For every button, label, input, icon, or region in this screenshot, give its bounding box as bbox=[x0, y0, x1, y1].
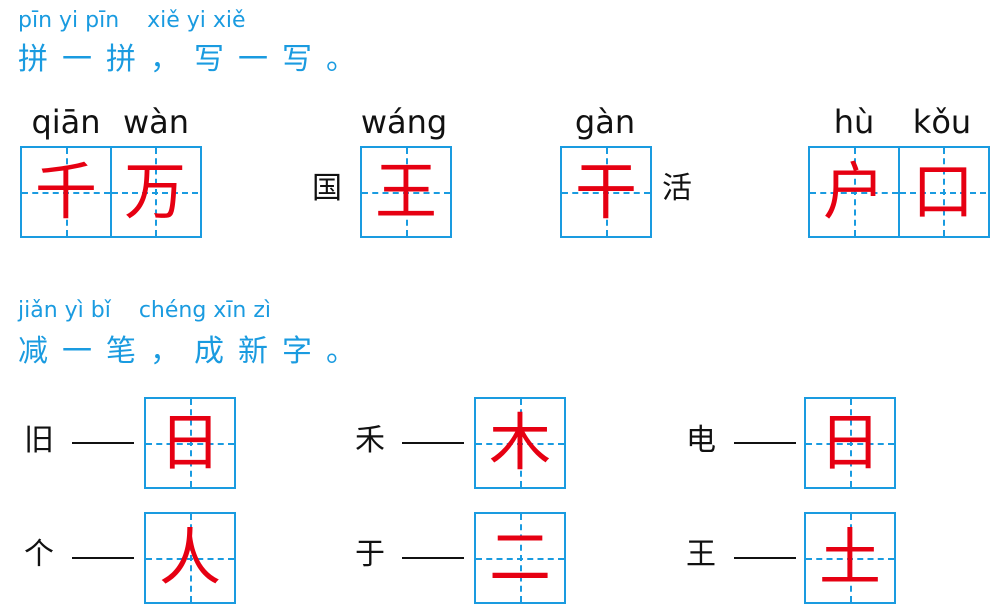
grid-cell: 日 bbox=[146, 399, 234, 487]
dash-line bbox=[72, 557, 134, 559]
source-char: 王 bbox=[686, 537, 716, 572]
answer-char: 万 bbox=[123, 155, 186, 228]
answer-char: 户 bbox=[822, 155, 885, 228]
dash-line bbox=[72, 442, 134, 444]
answer-char: 日 bbox=[818, 406, 881, 479]
section1-title: 拼一拼，写一写。 bbox=[18, 42, 370, 77]
grid-cell: 王 bbox=[362, 148, 450, 236]
pinyin-hu: hù bbox=[833, 103, 875, 141]
source-char: 禾 bbox=[355, 423, 385, 458]
dash-line bbox=[402, 557, 464, 559]
writing-grid: 日 bbox=[804, 397, 896, 489]
answer-char: 木 bbox=[488, 406, 551, 479]
answer-char: 干 bbox=[574, 155, 637, 228]
writing-grid: 人 bbox=[144, 512, 236, 604]
source-char: 个 bbox=[24, 537, 54, 572]
writing-grid: 木 bbox=[474, 397, 566, 489]
source-char: 于 bbox=[355, 537, 385, 572]
pinyin-kou: kǒu bbox=[912, 103, 972, 141]
source-char: 电 bbox=[686, 423, 716, 458]
pinyin-wang: wáng bbox=[360, 103, 448, 141]
grid-cell: 二 bbox=[476, 514, 564, 602]
grid-cell: 木 bbox=[476, 399, 564, 487]
writing-grid-hukou: 户 口 bbox=[808, 146, 990, 238]
section1-pinyin: pīn yi pīn xiě yi xiě bbox=[18, 8, 246, 33]
grid-cell: 人 bbox=[146, 514, 234, 602]
context-char-guo: 国 bbox=[312, 171, 342, 206]
answer-char: 口 bbox=[911, 155, 974, 228]
pinyin-wan: wàn bbox=[122, 103, 190, 141]
grid-cell: 口 bbox=[898, 148, 986, 236]
answer-char: 土 bbox=[818, 521, 881, 594]
section2-pinyin: jiǎn yì bǐ chéng xīn zì bbox=[18, 298, 272, 323]
answer-char: 日 bbox=[158, 406, 221, 479]
writing-grid: 土 bbox=[804, 512, 896, 604]
dash-line bbox=[734, 557, 796, 559]
source-char: 旧 bbox=[24, 423, 54, 458]
writing-grid-wang: 王 bbox=[360, 146, 452, 238]
pinyin-qian: qiān bbox=[31, 103, 101, 141]
answer-char: 二 bbox=[488, 521, 551, 594]
dash-line bbox=[734, 442, 796, 444]
grid-cell: 千 bbox=[22, 148, 110, 236]
grid-cell: 万 bbox=[110, 148, 198, 236]
grid-cell: 土 bbox=[806, 514, 894, 602]
writing-grid-qianwan: 千 万 bbox=[20, 146, 202, 238]
grid-cell: 日 bbox=[806, 399, 894, 487]
section2-title: 减一笔，成新字。 bbox=[18, 334, 370, 369]
grid-cell: 干 bbox=[562, 148, 650, 236]
pinyin-gan: gàn bbox=[574, 103, 636, 141]
writing-grid: 日 bbox=[144, 397, 236, 489]
answer-char: 人 bbox=[158, 521, 221, 594]
dash-line bbox=[402, 442, 464, 444]
writing-grid-gan: 干 bbox=[560, 146, 652, 238]
writing-grid: 二 bbox=[474, 512, 566, 604]
grid-cell: 户 bbox=[810, 148, 898, 236]
answer-char: 千 bbox=[34, 155, 97, 228]
context-char-huo: 活 bbox=[662, 171, 692, 206]
answer-char: 王 bbox=[374, 155, 437, 228]
